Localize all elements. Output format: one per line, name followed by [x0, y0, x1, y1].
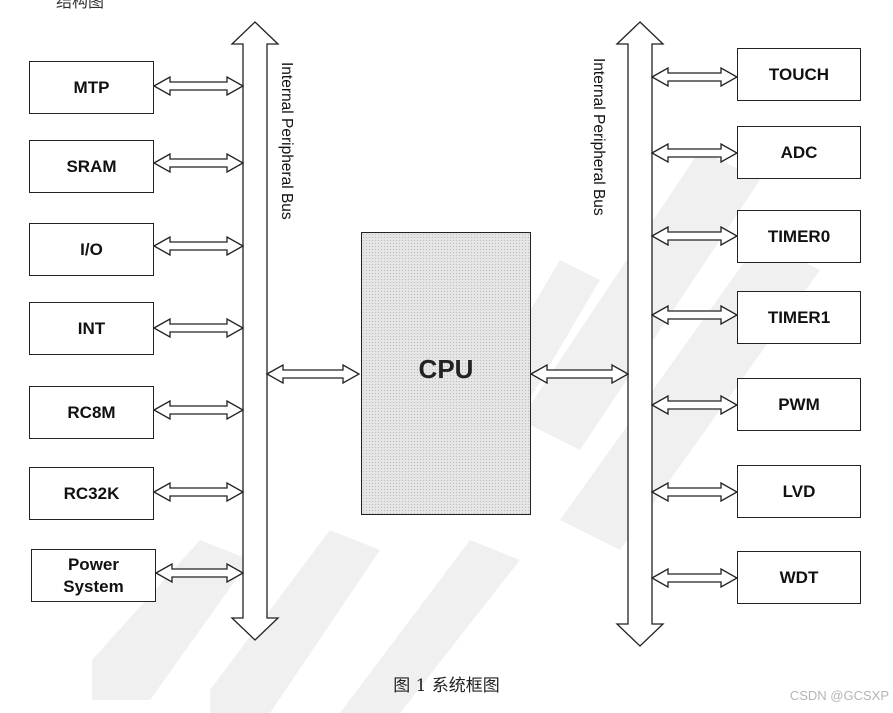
right-link-arrow-3 — [650, 304, 739, 326]
block-io: I/O — [29, 223, 154, 276]
left-link-arrow-1 — [152, 152, 245, 174]
left-internal-bus — [230, 21, 280, 641]
figure-caption: 图 1 系统框图 — [393, 676, 500, 696]
block-timer0: TIMER0 — [737, 210, 861, 263]
left-link-arrow-4 — [152, 399, 245, 421]
cpu-label: CPU — [418, 354, 474, 384]
block-rc8m: RC8M — [29, 386, 154, 439]
cpu-block: CPU — [361, 232, 531, 515]
block-touch: TOUCH — [737, 48, 861, 101]
block-pwm: PWM — [737, 378, 861, 431]
right-link-arrow-5 — [650, 481, 739, 503]
left-bus-label: Internal Peripheral Bus — [278, 62, 295, 220]
block-sram: SRAM — [29, 140, 154, 193]
right-link-arrow-0 — [650, 66, 739, 88]
block-mtp: MTP — [29, 61, 154, 114]
right-link-arrow-1 — [650, 142, 739, 164]
block-adc: ADC — [737, 126, 861, 179]
left-link-arrow-3 — [152, 317, 245, 339]
right-bus-label: Internal Peripheral Bus — [590, 58, 607, 216]
left-link-arrow-6 — [154, 562, 245, 584]
credit-watermark: CSDN @GCSXP — [789, 688, 889, 703]
block-power-system: Power System — [31, 549, 156, 602]
left-link-arrow-2 — [152, 235, 245, 257]
cpu-left-bus-arrow — [265, 363, 361, 385]
left-link-arrow-5 — [152, 481, 245, 503]
block-int: INT — [29, 302, 154, 355]
right-internal-bus — [615, 21, 665, 647]
block-wdt: WDT — [737, 551, 861, 604]
block-timer1: TIMER1 — [737, 291, 861, 344]
left-link-arrow-0 — [152, 75, 245, 97]
block-lvd: LVD — [737, 465, 861, 518]
right-link-arrow-6 — [650, 567, 739, 589]
right-link-arrow-4 — [650, 394, 739, 416]
header-fragment: 结构图 — [56, 0, 105, 11]
right-link-arrow-2 — [650, 225, 739, 247]
block-rc32k: RC32K — [29, 467, 154, 520]
cpu-right-bus-arrow — [529, 363, 630, 385]
